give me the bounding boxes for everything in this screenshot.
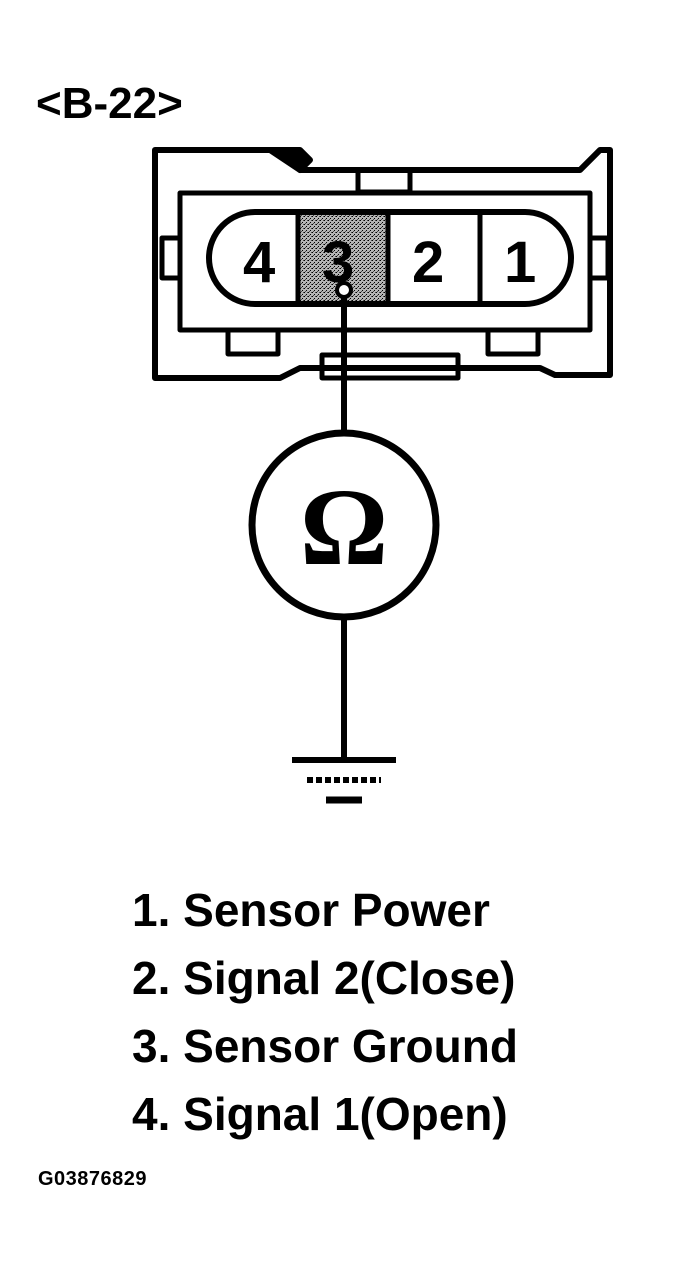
pin-number-1: 1 [504,230,536,295]
legend-item-pin-2: 2. Signal 2(Close) [132,952,516,1004]
legend-item-pin-1: 1. Sensor Power [132,884,490,936]
connector-housing [152,147,613,381]
pin-cavity [206,209,574,307]
pin-legend: 1. Sensor Power 2. Signal 2(Close) 3. Se… [132,876,518,1148]
pin-number-2: 2 [412,230,444,295]
figure-id: G03876829 [38,1168,148,1190]
probe-tip [335,281,353,299]
ground-icon [292,757,396,804]
connector-label: <B-22> [36,79,183,128]
ohm-symbol: Ω [300,466,388,588]
pin-number-4: 4 [243,230,275,295]
legend-item-pin-3: 3. Sensor Ground [132,1020,518,1072]
legend-item-pin-4: 4. Signal 1(Open) [132,1088,508,1140]
